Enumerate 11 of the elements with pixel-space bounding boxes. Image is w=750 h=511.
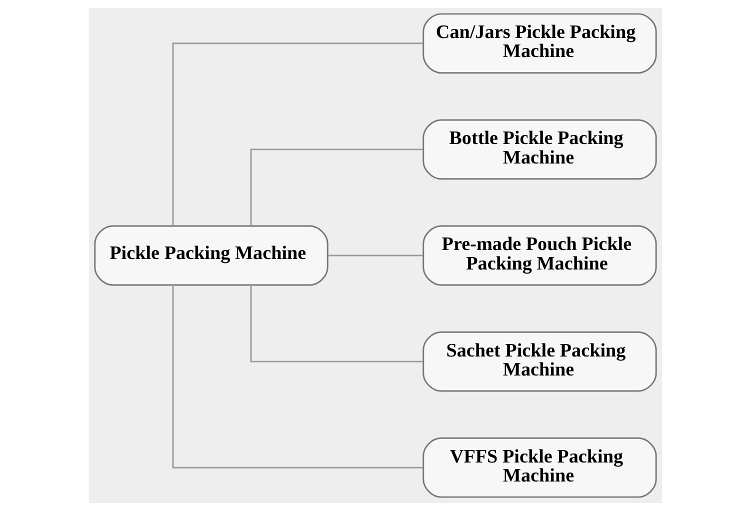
- node-box: Pickle Packing Machine: [94, 225, 328, 286]
- node-box: Can/Jars Pickle Packing Machine: [422, 13, 656, 74]
- connector: [250, 148, 423, 226]
- connector: [172, 42, 423, 226]
- node-box: Sachet Pickle Packing Machine: [422, 331, 656, 392]
- connector: [250, 285, 423, 362]
- connector: [328, 254, 422, 256]
- node-box: VFFS Pickle Packing Machine: [422, 437, 656, 498]
- node-box: Bottle Pickle Packing Machine: [422, 119, 656, 180]
- node-box: Pre-made Pouch Pickle Packing Machine: [422, 225, 656, 286]
- connector: [172, 285, 423, 468]
